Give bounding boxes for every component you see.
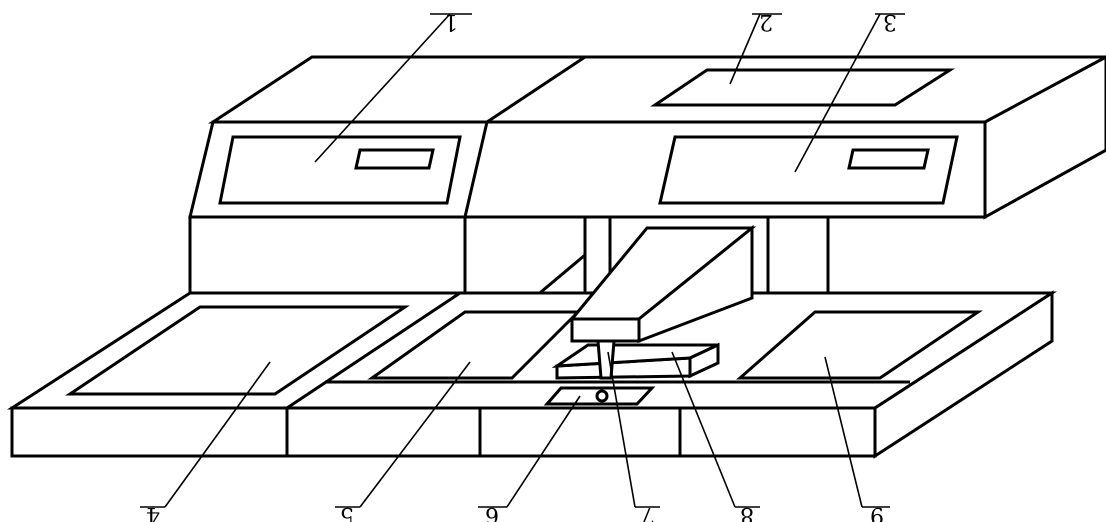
leader-1 <box>314 13 451 163</box>
leader-9 <box>824 356 863 508</box>
label-1: 1 <box>444 9 458 34</box>
label-3: 3 <box>883 9 897 34</box>
upper-housing <box>188 55 1106 220</box>
housing-front-seam <box>463 121 489 218</box>
leader-6 <box>506 395 581 508</box>
plate-6 <box>543 386 656 406</box>
leader-2 <box>729 13 761 85</box>
left-lower-block <box>188 215 467 299</box>
label-2: 2 <box>759 9 773 34</box>
housing-top-seam <box>486 55 586 124</box>
label-7: 7 <box>641 502 655 522</box>
label-6: 6 <box>485 502 499 522</box>
base-top-seam <box>286 291 461 410</box>
leader-4 <box>164 361 271 508</box>
leader-lines <box>140 13 905 508</box>
housing-right-face <box>983 55 1106 220</box>
leader-3 <box>794 13 881 173</box>
leader-7 <box>607 351 636 508</box>
part-labels: 1 2 3 4 5 6 7 8 9 <box>146 9 897 522</box>
top-window-2 <box>650 68 956 107</box>
label-4: 4 <box>146 502 160 522</box>
label-9: 9 <box>870 502 884 522</box>
label-5: 5 <box>340 502 354 522</box>
center-lower-block <box>463 215 587 299</box>
leader-5 <box>359 361 471 508</box>
base-right-face <box>873 290 1054 459</box>
lower-block <box>188 215 830 332</box>
display-1-indicator <box>354 148 435 170</box>
needle-7 <box>596 339 616 380</box>
plate-6-hole <box>595 389 609 403</box>
arm-head-block <box>570 317 641 343</box>
tray-9 <box>736 310 983 380</box>
display-3-indicator <box>847 148 930 170</box>
platform-8-side <box>688 342 720 379</box>
base-front-face <box>10 406 877 458</box>
display-panel-1 <box>218 135 462 205</box>
base-platform <box>6 290 1058 459</box>
tray-4 <box>65 305 410 396</box>
leader-8 <box>671 351 736 508</box>
label-8: 8 <box>740 502 754 522</box>
arm-assembly <box>551 224 757 380</box>
